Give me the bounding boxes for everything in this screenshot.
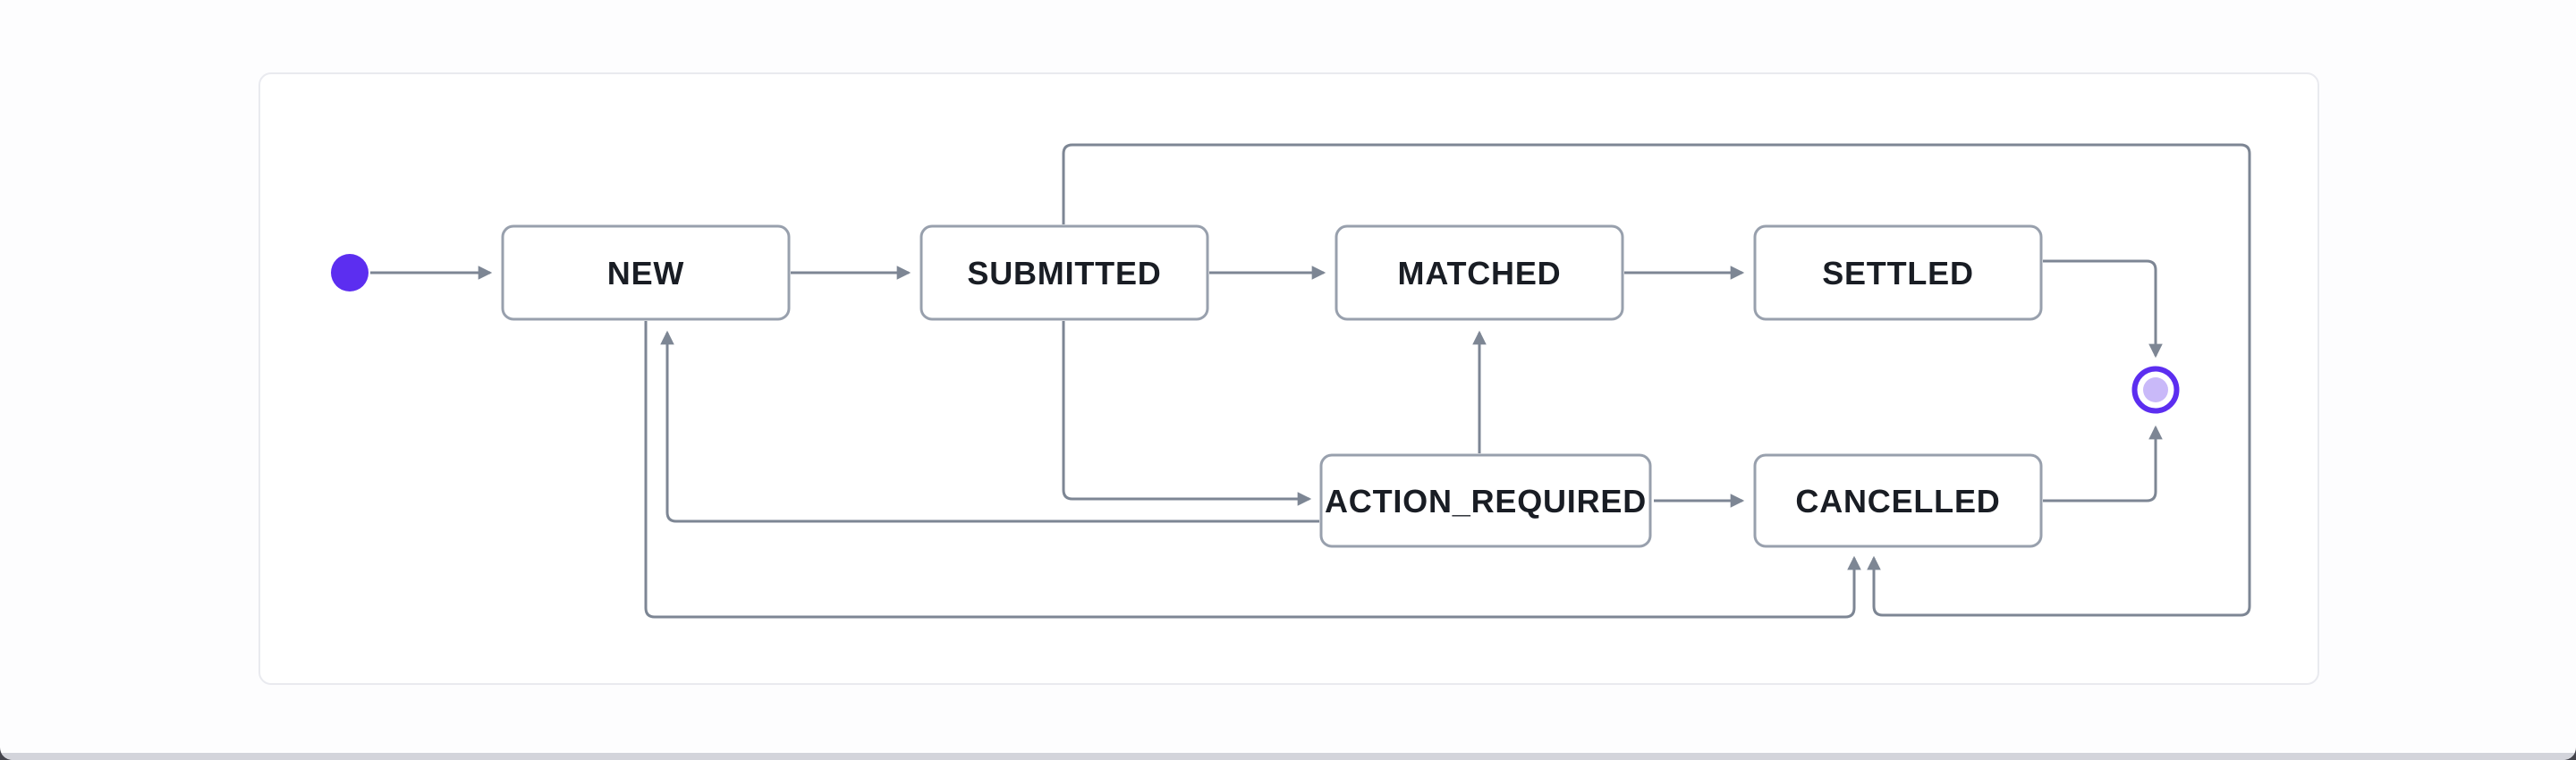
edge-cancelled-to-final	[2043, 425, 2163, 502]
state-node-settled[interactable]: SETTLED	[1753, 224, 2043, 321]
state-box[interactable]	[501, 224, 791, 321]
state-box[interactable]	[1335, 224, 1624, 321]
edge-settled-to-final	[2043, 259, 2163, 359]
edge-submitted-to-action-required	[1062, 321, 1312, 506]
edge-submitted-to-cancelled	[1062, 143, 2251, 617]
state-node-submitted[interactable]: SUBMITTED	[919, 224, 1209, 321]
final-state-core	[2143, 377, 2168, 402]
state-box[interactable]	[1319, 453, 1652, 548]
state-label: SUBMITTED	[967, 255, 1161, 291]
window-edge-strip	[0, 753, 2576, 760]
state-label: ACTION_REQUIRED	[1325, 483, 1647, 519]
state-label: CANCELLED	[1795, 483, 2000, 519]
state-box[interactable]	[1753, 224, 2043, 321]
initial-state-node[interactable]	[331, 254, 369, 291]
state-label: SETTLED	[1822, 255, 1974, 291]
state-box[interactable]	[1753, 453, 2043, 548]
edge-action-required-to-new	[660, 330, 1319, 523]
state-node-matched[interactable]: MATCHED	[1335, 224, 1624, 321]
final-state-node[interactable]	[2131, 366, 2180, 414]
state-node-action-required[interactable]: ACTION_REQUIRED	[1319, 453, 1652, 548]
state-box[interactable]	[919, 224, 1209, 321]
state-label: NEW	[607, 255, 684, 291]
state-node-cancelled[interactable]: CANCELLED	[1753, 453, 2043, 548]
state-node-new[interactable]: NEW	[501, 224, 791, 321]
state-label: MATCHED	[1398, 255, 1562, 291]
edge-new-to-cancelled	[644, 321, 1861, 619]
final-state-ring	[2131, 366, 2180, 414]
diagram-card	[258, 72, 2319, 685]
